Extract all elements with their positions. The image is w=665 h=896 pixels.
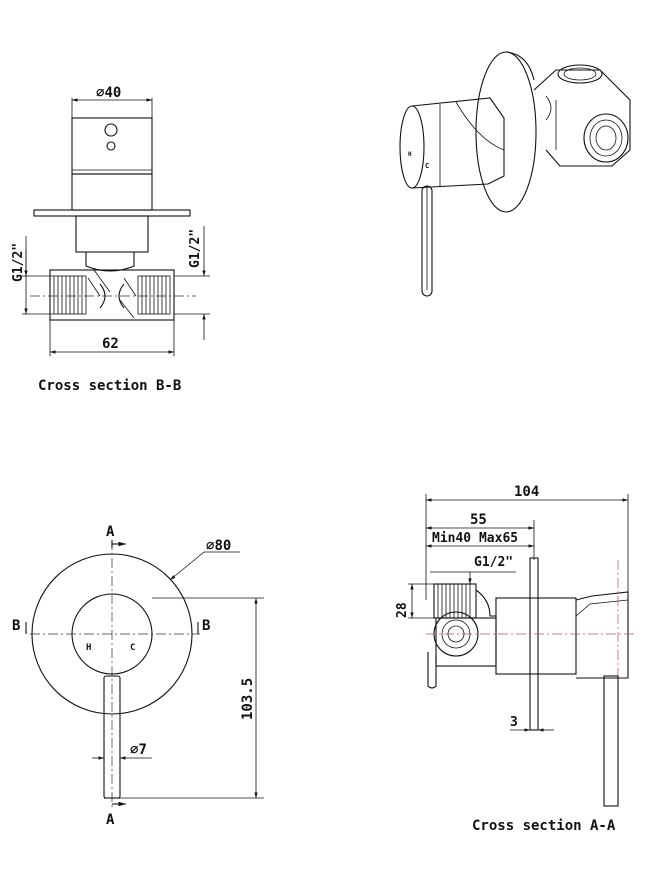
- aa-total-depth-label: 104: [514, 484, 539, 500]
- front-height-label: 103.5: [240, 678, 256, 720]
- bb-width-62-label: 62: [102, 336, 119, 352]
- aa-caption: Cross section A-A: [472, 818, 616, 834]
- front-view: A A B B H C ∅80 ∅7 103.5: [12, 524, 264, 828]
- bb-caption: Cross section B-B: [38, 378, 181, 394]
- isometric-view: H C: [399, 51, 631, 297]
- bb-diameter-40-label: ∅40: [96, 85, 121, 101]
- front-section-b-left-label: B: [12, 618, 20, 634]
- bb-thread-left: [53, 275, 87, 315]
- aa-depth-label: 55: [470, 512, 487, 528]
- cross-section-aa-view: 104 55 Min40 Max65 G1/2" 28 3: [395, 484, 636, 834]
- iso-hot-mark: H: [408, 151, 412, 158]
- aa-plate-thickness-label: 3: [510, 715, 518, 730]
- aa-range-label: Min40 Max65: [432, 531, 518, 546]
- bb-thread-right-label: G1/2": [188, 229, 203, 268]
- cross-section-bb-view: ∅40 G1/2": [11, 85, 210, 394]
- front-cold-mark: C: [130, 643, 135, 653]
- front-lever-diameter-label: ∅7: [130, 742, 147, 758]
- front-section-b-right-label: B: [202, 618, 210, 634]
- bb-thread-right: [137, 275, 171, 315]
- front-section-a-bottom-label: A: [106, 812, 115, 828]
- iso-valve-body: [533, 64, 631, 167]
- front-hot-mark: H: [86, 643, 91, 653]
- front-plate-diameter-label: ∅80: [206, 538, 231, 554]
- front-section-a-top-label: A: [106, 524, 115, 540]
- aa-height-label: 28: [395, 602, 410, 618]
- iso-cold-mark: C: [425, 162, 429, 170]
- aa-thread-label: G1/2": [474, 555, 513, 570]
- bb-thread-left-label: G1/2": [11, 243, 26, 282]
